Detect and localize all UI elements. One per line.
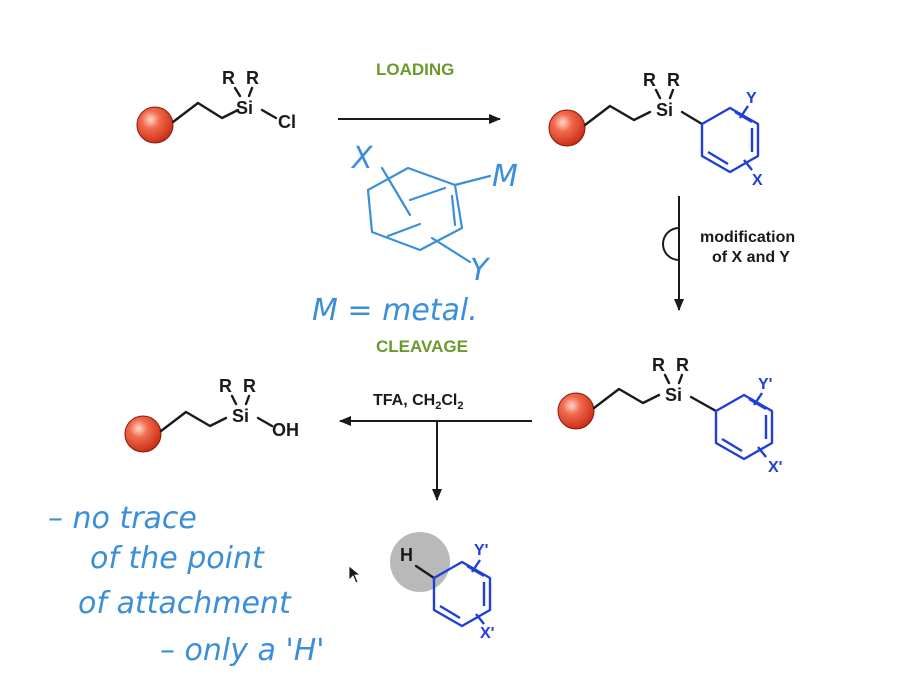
handwritten-aryl-metal-reagent: X M Y — [350, 141, 518, 288]
resin-bead — [136, 106, 174, 144]
mouse-cursor-icon — [348, 565, 362, 584]
resin-bead — [124, 415, 162, 453]
resin-silanol: R R Si OH — [124, 376, 299, 453]
resin-bead — [548, 109, 586, 147]
si-cl-bond — [260, 108, 278, 120]
si-r-bond — [654, 88, 662, 100]
aryl-ring — [432, 559, 492, 628]
handwritten-y: Y — [470, 253, 491, 288]
si-r-bond — [668, 88, 675, 100]
silicon-atom: Si — [232, 406, 249, 426]
on-resin-symbol — [662, 227, 680, 261]
resin-bead — [557, 392, 595, 430]
si-r-bond — [244, 394, 251, 406]
si-r-bond — [677, 373, 684, 385]
handwritten-m: M — [492, 159, 518, 194]
handwritten-metal-note: M = metal. — [312, 293, 478, 328]
hydrogen-atom: H — [400, 545, 413, 565]
r-group-label: R — [243, 376, 256, 396]
substituent-y-prime: Y' — [758, 376, 772, 393]
modification-label-line2: of X and Y — [712, 249, 790, 266]
handwritten-note-line4: – only a 'H' — [160, 633, 325, 668]
r-group-label: R — [652, 355, 665, 375]
handwritten-x: X — [350, 141, 374, 176]
aryl-ring — [714, 392, 774, 461]
cleavage-label: CLEAVAGE — [376, 337, 468, 356]
handwritten-note-line2: of the point — [90, 541, 265, 576]
si-aryl-bond — [680, 110, 704, 126]
cleavage-reagents: TFA, CH2Cl2 — [373, 392, 463, 412]
ethyl-linker-bond — [159, 410, 228, 433]
hydroxyl-group: OH — [272, 420, 299, 440]
r-group-label: R — [667, 70, 680, 90]
chlorine-atom: Cl — [278, 112, 296, 132]
si-r-bond — [663, 373, 671, 385]
ethyl-linker-bond — [592, 387, 661, 410]
r-group-label: R — [219, 376, 232, 396]
si-aryl-bond — [689, 395, 718, 413]
loading-label: LOADING — [376, 60, 454, 79]
ethyl-linker-bond — [171, 101, 240, 124]
handwritten-note-line3: of attachment — [78, 586, 292, 621]
si-oh-bond — [256, 416, 274, 428]
substituent-x: X — [752, 172, 763, 189]
si-r-bond — [230, 394, 238, 406]
modification-label-line1: modification — [700, 229, 795, 246]
traceless-arene-product: H Y' X' — [390, 532, 494, 642]
r-group-label: R — [246, 68, 259, 88]
resin-bound-aryl-silane: R R Si Y X — [548, 70, 763, 189]
r-group-label: R — [222, 68, 235, 88]
silicon-atom: Si — [656, 100, 673, 120]
handwritten-note-line1: – no trace — [48, 501, 197, 536]
resin-silyl-chloride: R R Si Cl — [136, 68, 296, 144]
si-r-bond — [233, 86, 242, 98]
r-group-label: R — [643, 70, 656, 90]
aryl-ring — [700, 105, 760, 174]
substituent-y-prime: Y' — [474, 542, 488, 559]
substituent-y: Y — [746, 90, 757, 107]
silicon-atom: Si — [236, 98, 253, 118]
substituent-x-prime: X' — [768, 459, 782, 476]
si-r-bond — [247, 86, 254, 98]
ethyl-linker-bond — [583, 104, 652, 127]
silicon-atom: Si — [665, 385, 682, 405]
hydrogen-highlight — [390, 532, 450, 592]
resin-bound-modified-aryl-silane: R R Si Y' X' — [557, 355, 782, 476]
handwritten-ring — [366, 166, 464, 252]
substituent-x-prime: X' — [480, 625, 494, 642]
h-aryl-bond — [414, 564, 436, 580]
r-group-label: R — [676, 355, 689, 375]
